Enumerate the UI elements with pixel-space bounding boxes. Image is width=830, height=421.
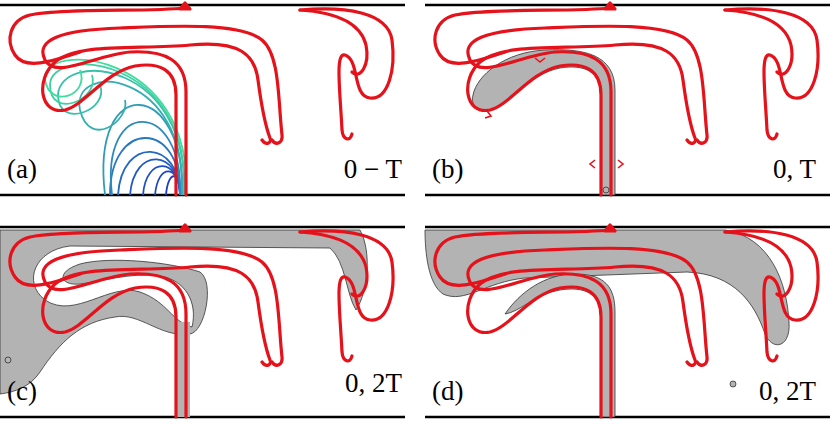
panel-c (0, 225, 405, 417)
time-label: 0 − T (344, 156, 402, 183)
time-label: 0, 2T (759, 378, 816, 405)
panel-label: (b) (432, 156, 463, 183)
panel-label: (d) (432, 378, 463, 405)
time-label: 0, T (773, 156, 816, 183)
panel-b (425, 3, 830, 195)
panel-d (425, 225, 830, 417)
panel-label: (a) (7, 156, 37, 183)
panel-label: (c) (7, 378, 37, 405)
panel-a (0, 3, 405, 195)
time-label: 0, 2T (345, 370, 402, 397)
